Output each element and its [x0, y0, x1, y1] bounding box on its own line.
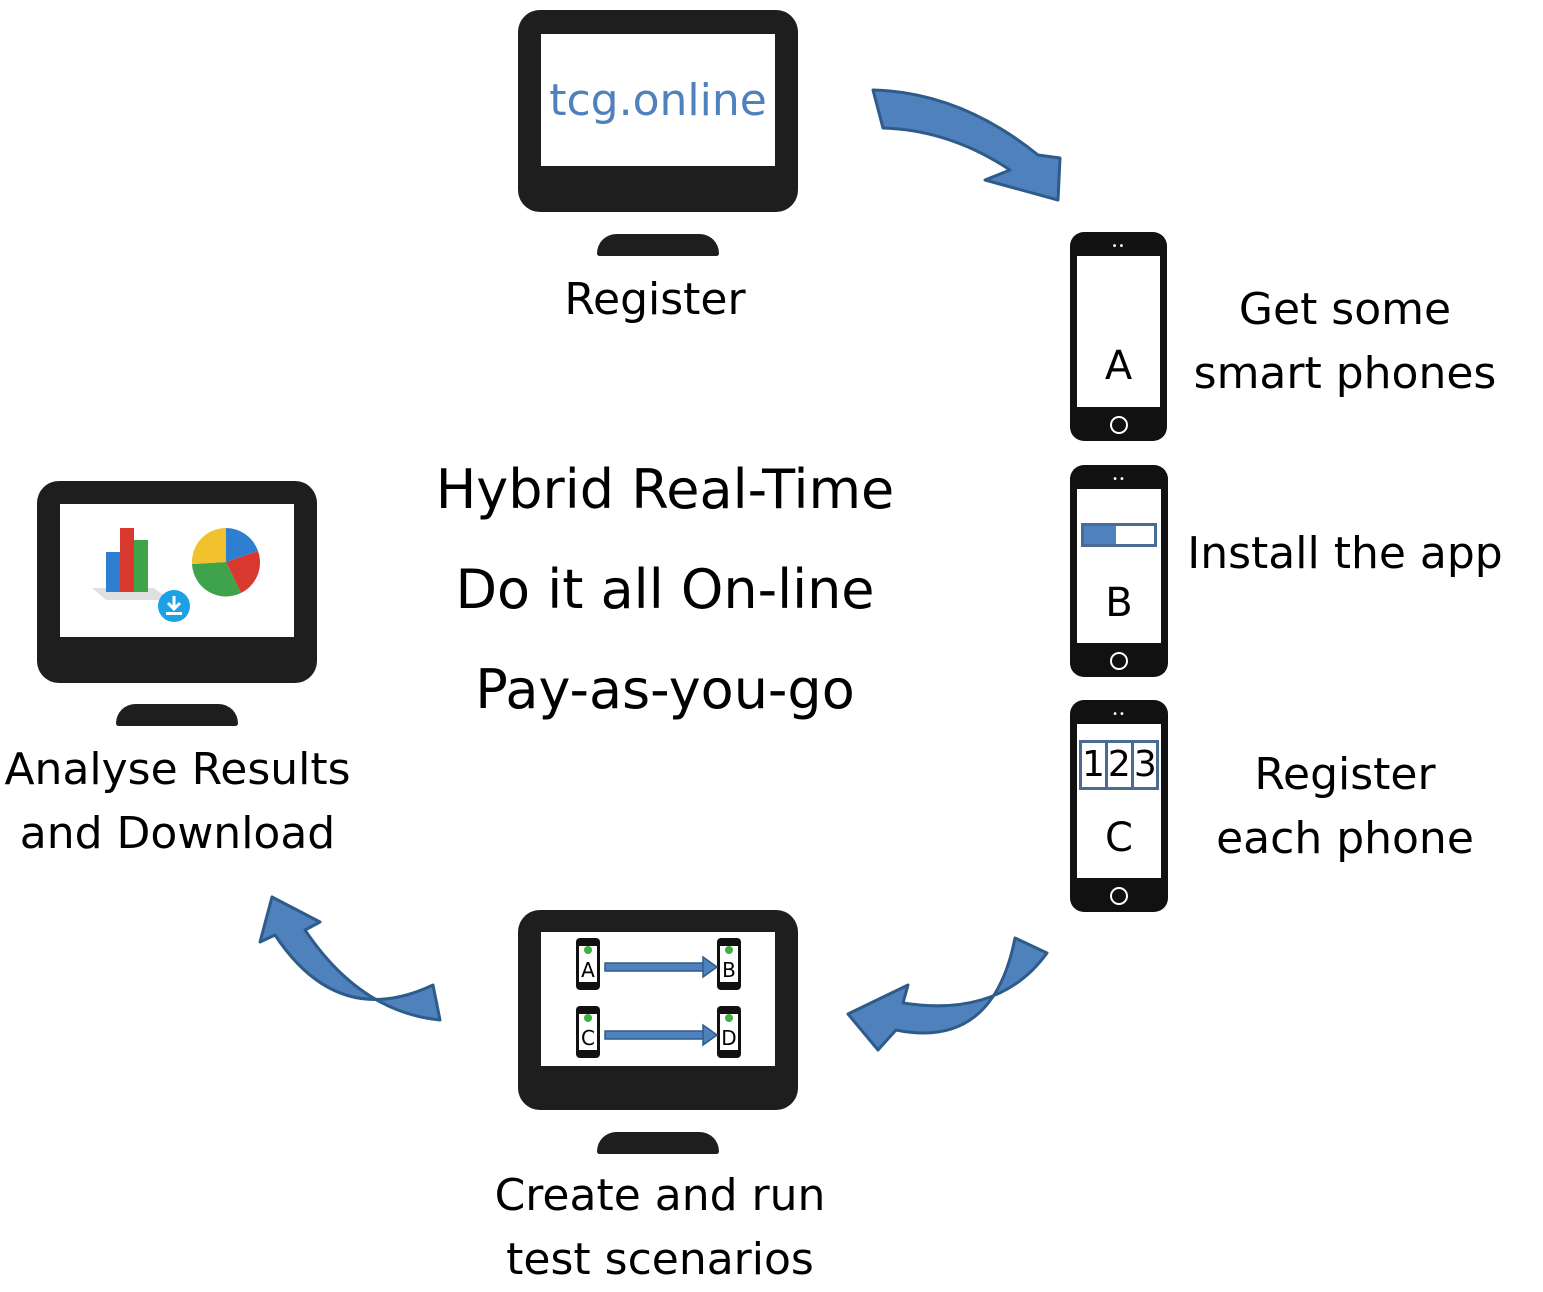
- arrow-scenarios-to-analyse: [258, 895, 442, 1022]
- phone-a-home-button: [1109, 416, 1128, 434]
- pin-digit-boxes: 1 2 3: [1079, 740, 1159, 790]
- scenario-monitor-stand: [597, 1132, 719, 1154]
- scenario-caption-line1: Create and run: [494, 1170, 826, 1221]
- mini-phone-b: B: [717, 938, 741, 990]
- mini-phone-c-letter: C: [581, 1026, 595, 1050]
- call-arrow-a-to-b-head: [702, 955, 719, 979]
- phone-c-home-button: [1110, 887, 1128, 905]
- phone-b-screen: B: [1077, 489, 1161, 643]
- arrow-phones-to-scenarios: [846, 936, 1049, 1052]
- analyse-caption-line2: and Download: [19, 808, 336, 859]
- phone-c-screen: 1 2 3 C: [1077, 724, 1161, 878]
- mini-phone-a-letter: A: [581, 958, 595, 982]
- phone-a-caption-line1: Get some: [1238, 284, 1452, 335]
- install-progress-bar: [1081, 523, 1157, 547]
- mini-phone-b-letter: B: [722, 958, 736, 982]
- phone-c-caption-line2: each phone: [1216, 813, 1474, 864]
- center-line-online: Do it all On-line: [455, 558, 875, 621]
- phone-b-caption: Install the app: [1187, 528, 1503, 579]
- phone-b-letter: B: [1105, 580, 1133, 626]
- call-arrow-c-to-d-head: [702, 1023, 719, 1047]
- phone-c-letter: C: [1105, 815, 1133, 861]
- scenario-caption-line2: test scenarios: [506, 1234, 814, 1285]
- pin-digit-3: 3: [1133, 744, 1157, 785]
- center-line-payg: Pay-as-you-go: [475, 658, 855, 721]
- phone-a-speaker: ••: [1111, 241, 1126, 252]
- bar-chart-icon: [92, 528, 170, 600]
- phone-call-icon: [584, 946, 592, 954]
- analyse-monitor-stand: [116, 704, 238, 726]
- register-monitor-stand: [597, 234, 719, 256]
- mini-phone-d-letter: D: [721, 1026, 736, 1050]
- mini-phone-d: D: [717, 1006, 741, 1058]
- scenario-monitor-screen: A B C D: [541, 932, 775, 1066]
- register-monitor: tcg.online: [518, 10, 798, 212]
- analyse-monitor: [37, 481, 317, 683]
- phone-c-caption-line1: Register: [1254, 749, 1436, 800]
- mini-phone-c: C: [576, 1006, 600, 1058]
- phone-call-icon: [725, 1014, 733, 1022]
- call-arrow-a-to-b: [604, 962, 706, 972]
- analyse-caption-line1: Analyse Results: [4, 744, 351, 795]
- install-progress-fill: [1084, 526, 1116, 544]
- register-monitor-screen: tcg.online: [541, 34, 775, 166]
- scenario-monitor: A B C D: [518, 910, 798, 1110]
- pin-digit-1: 1: [1082, 743, 1108, 787]
- register-site-text[interactable]: tcg.online: [549, 75, 767, 126]
- phone-b: •• B: [1070, 465, 1168, 677]
- center-line-hybrid: Hybrid Real-Time: [435, 458, 895, 521]
- phone-a: •• A: [1070, 232, 1167, 441]
- call-arrow-c-to-d: [604, 1030, 706, 1040]
- phone-a-letter: A: [1104, 343, 1133, 389]
- download-icon[interactable]: [158, 590, 190, 622]
- phone-call-icon: [725, 946, 733, 954]
- phone-c: •• 1 2 3 C: [1070, 700, 1168, 912]
- analyse-graphics: [92, 527, 260, 622]
- phone-a-caption-line2: smart phones: [1193, 348, 1497, 399]
- phone-a-screen: A: [1077, 256, 1160, 407]
- analyse-monitor-screen: [60, 504, 294, 637]
- mini-phone-a: A: [576, 938, 600, 990]
- arrow-register-to-phones: [871, 88, 1062, 202]
- phone-b-home-button: [1110, 652, 1128, 670]
- phone-call-icon: [584, 1014, 592, 1022]
- register-caption: Register: [564, 274, 746, 325]
- phone-c-speaker: ••: [1112, 709, 1126, 720]
- scenario-diagram: A B C D: [576, 938, 741, 1058]
- pin-digit-2: 2: [1108, 743, 1134, 787]
- phone-b-speaker: ••: [1112, 474, 1126, 485]
- pie-chart-icon: [191, 527, 260, 597]
